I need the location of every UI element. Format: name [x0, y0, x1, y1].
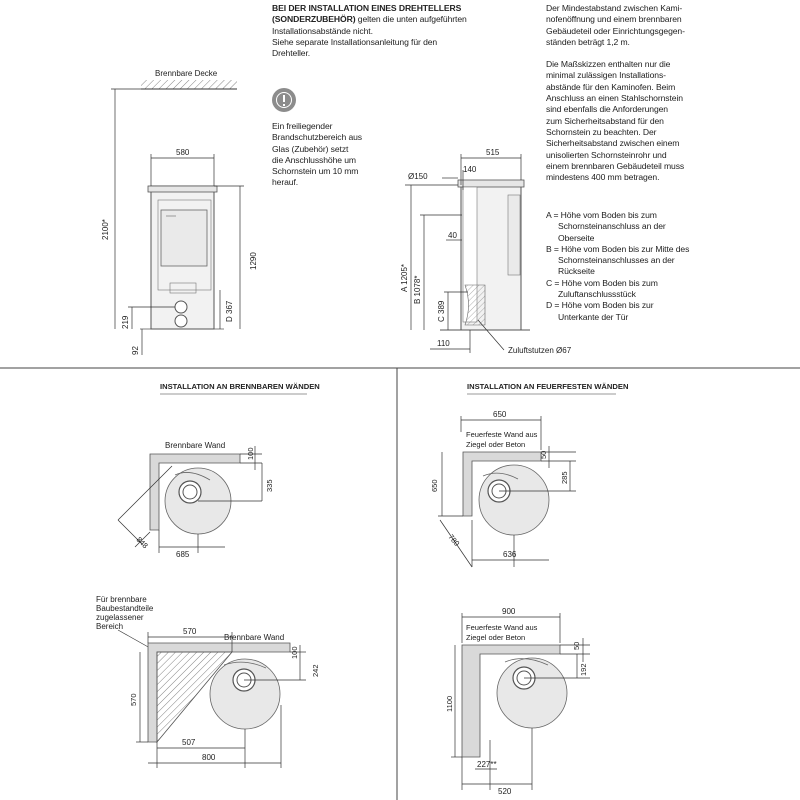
svg-text:Ziegel oder Beton: Ziegel oder Beton [466, 633, 525, 642]
svg-text:100: 100 [290, 646, 299, 659]
svg-text:685: 685 [176, 550, 190, 559]
svg-text:Brennbare Wand: Brennbare Wand [224, 633, 284, 642]
svg-text:92: 92 [131, 346, 140, 355]
svg-text:650: 650 [430, 479, 439, 492]
svg-text:50: 50 [572, 642, 581, 650]
exclamation-circle-icon [272, 88, 296, 112]
svg-text:520: 520 [498, 787, 512, 796]
svg-text:650: 650 [493, 410, 507, 419]
svg-text:285: 285 [560, 471, 569, 484]
svg-text:Brennbare Wand: Brennbare Wand [165, 441, 225, 450]
svg-text:570: 570 [129, 693, 138, 706]
side-view: 515 Ø150 140 40 A 1205* B 1078* C 389 11… [400, 148, 572, 355]
svg-text:800: 800 [202, 753, 216, 762]
svg-text:507: 507 [182, 738, 196, 747]
svg-text:848: 848 [135, 535, 150, 550]
svg-text:Feuerfeste Wand aus: Feuerfeste Wand aus [466, 430, 538, 439]
combustible-corner-diagram: Brennbare Wand 100 335 848 6 [117, 441, 274, 559]
svg-text:INSTALLATION AN FEUERFESTEN WÄ: INSTALLATION AN FEUERFESTEN WÄNDEN [467, 382, 628, 391]
fireproof-wall-diagram: 900 Feuerfeste Wand aus Ziegel oder Beto… [445, 607, 590, 796]
svg-text:140: 140 [463, 165, 477, 174]
legend-d: D = Höhe vom Boden bis zur [546, 300, 654, 311]
svg-text:900: 900 [502, 607, 516, 616]
svg-text:40: 40 [448, 231, 457, 240]
legend-b: B = Höhe vom Boden bis zur Mitte des [546, 243, 690, 254]
clearance-notes: Der Mindestabstand zwischen Kami- nofenö… [546, 3, 685, 183]
section-combustible-walls: INSTALLATION AN BRENNBAREN WÄNDEN Brennb… [96, 382, 320, 768]
ceiling-label: Brennbare Decke [155, 69, 218, 78]
svg-text:1290: 1290 [249, 252, 258, 270]
drehteller-heading: BEI DER INSTALLATION EINES DREHTELLERS [272, 3, 462, 13]
svg-text:780: 780 [446, 533, 461, 548]
svg-text:192: 192 [579, 663, 588, 676]
svg-text:50: 50 [539, 451, 548, 459]
svg-text:Ziegel oder Beton: Ziegel oder Beton [466, 440, 525, 449]
section-dividers [0, 367, 800, 800]
svg-text:335: 335 [265, 479, 274, 492]
combustible-protected-diagram: Für brennbare Baubestandteile zugelassen… [96, 595, 320, 768]
svg-text:636: 636 [503, 550, 517, 559]
glass-note: Ein freiliegender Brandschutzbereich aus… [272, 121, 362, 188]
svg-text:2100*: 2100* [101, 219, 110, 240]
section-fireproof-walls: INSTALLATION AN FEUERFESTEN WÄNDEN 650 F… [430, 382, 628, 796]
svg-text:219: 219 [121, 315, 130, 329]
legend: A = Höhe vom Boden bis zum Schornsteinan… [546, 210, 690, 322]
svg-text:D 367: D 367 [225, 300, 234, 322]
svg-text:INSTALLATION AN BRENNBAREN WÄN: INSTALLATION AN BRENNBAREN WÄNDEN [160, 382, 320, 391]
svg-text:Für brennbare: Für brennbare [96, 595, 147, 604]
svg-text:zugelassener: zugelassener [96, 613, 144, 622]
fireproof-corner-diagram: 650 Feuerfeste Wand aus Ziegel oder Beto… [430, 410, 576, 568]
svg-text:Ø150: Ø150 [408, 172, 428, 181]
legend-c: C = Höhe vom Boden bis zum [546, 277, 658, 288]
front-view: Brennbare Decke 580 2100* 1290 D 367 2 [101, 69, 258, 355]
svg-text:227**: 227** [477, 760, 497, 769]
air-inlet-top [174, 300, 188, 314]
drehteller-note: BEI DER INSTALLATION EINES DREHTELLERS (… [272, 3, 467, 59]
svg-text:1100: 1100 [445, 696, 454, 712]
stove-door-glass [160, 209, 208, 267]
svg-text:110: 110 [437, 339, 450, 348]
ceiling-hatch [141, 80, 237, 89]
svg-text:Baubestandteile: Baubestandteile [96, 604, 154, 613]
svg-text:570: 570 [183, 627, 197, 636]
svg-text:242: 242 [311, 664, 320, 677]
svg-text:Zuluftstutzen Ø67: Zuluftstutzen Ø67 [508, 346, 572, 355]
drehteller-heading-2: (SONDERZUBEHÖR) [272, 14, 356, 25]
svg-text:580: 580 [176, 148, 190, 157]
svg-text:Bereich: Bereich [96, 622, 123, 631]
svg-text:C 389: C 389 [437, 300, 446, 322]
svg-text:100: 100 [246, 447, 255, 460]
legend-a: A = Höhe vom Boden bis zum [546, 210, 657, 220]
svg-text:Feuerfeste Wand aus: Feuerfeste Wand aus [466, 623, 538, 632]
svg-text:A 1205*: A 1205* [400, 264, 409, 292]
air-inlet-bottom [174, 314, 188, 328]
svg-text:515: 515 [486, 148, 500, 157]
svg-text:B 1078*: B 1078* [413, 276, 422, 304]
